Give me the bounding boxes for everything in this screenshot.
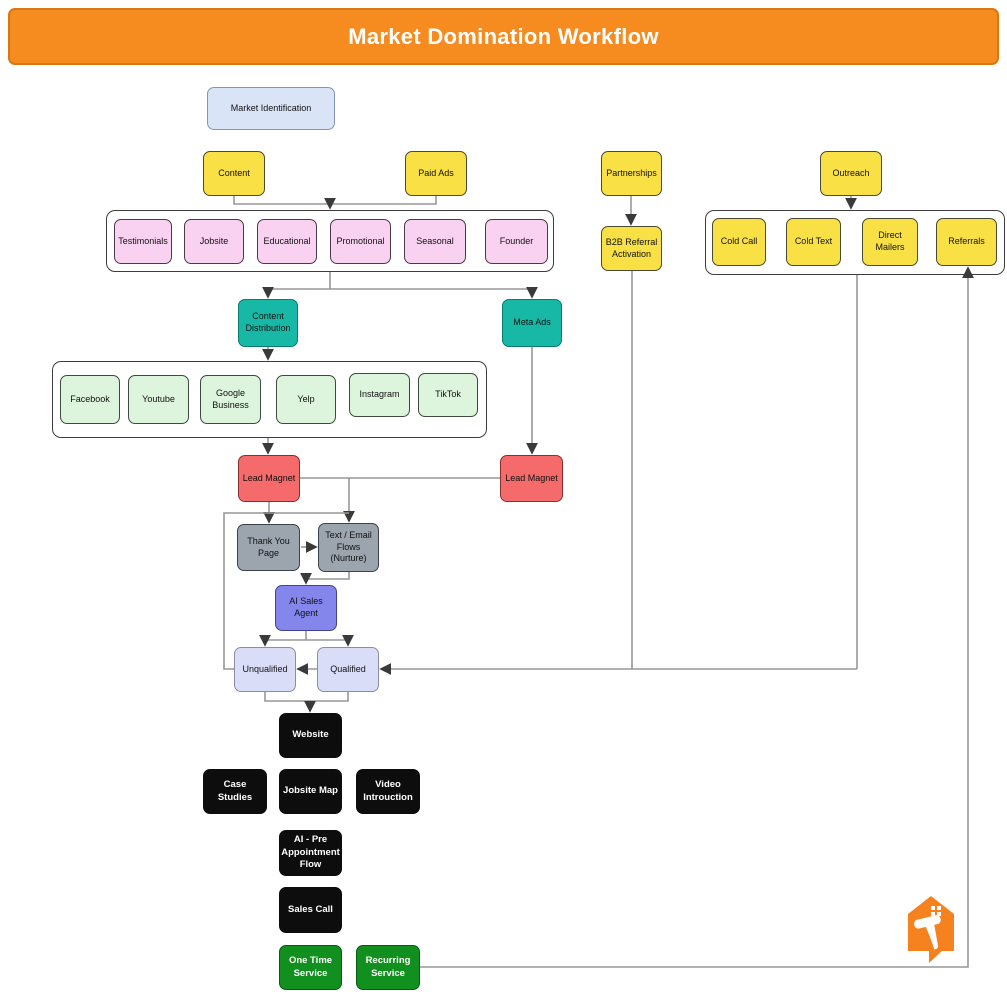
educational-node: Educational — [257, 219, 317, 264]
video-introuction-label: Video Introuction — [363, 779, 413, 803]
jobsite-node: Jobsite — [184, 219, 244, 264]
cold-text-label: Cold Text — [794, 236, 833, 247]
unqualified-label: Unqualified — [242, 663, 288, 674]
paid-ads-label: Paid Ads — [418, 167, 454, 178]
website-node: Website — [279, 713, 342, 758]
referrals-label: Referrals — [948, 236, 985, 247]
qualified-node: Qualified — [317, 647, 379, 692]
content-label: Content — [218, 167, 250, 178]
cold-text-node: Cold Text — [786, 218, 841, 266]
cold-call-label: Cold Call — [720, 236, 758, 247]
social-platforms-group — [52, 361, 487, 438]
instagram-label: Instagram — [359, 389, 400, 400]
page-title: Market Domination Workflow — [348, 23, 659, 49]
ai-sales-agent-node: AI Sales Agent — [275, 585, 337, 631]
market-identification-label: Market Identification — [230, 102, 312, 113]
youtube-label: Youtube — [142, 393, 175, 404]
paid-ads-node: Paid Ads — [405, 151, 467, 196]
video-introuction-node: Video Introuction — [356, 769, 420, 814]
market-identification-node: Market Identification — [207, 87, 335, 130]
b2b-referral-activation-label: B2B Referral Activation — [605, 236, 658, 259]
meta-ads-label: Meta Ads — [513, 317, 551, 328]
edge-content-paidads-merge — [233, 196, 437, 205]
thank-you-page-label: Thank You Page — [247, 535, 290, 558]
qualified-label: Qualified — [330, 663, 366, 674]
yelp-label: Yelp — [297, 393, 315, 404]
recurring-service-label: Recurring Service — [365, 955, 411, 979]
content-distribution-node: Content Distribution — [238, 299, 298, 347]
testimonials-label: Testimonials — [118, 235, 168, 246]
content-distribution-label: Content Distribution — [245, 311, 291, 333]
edge-ai-to-qualified — [306, 634, 354, 647]
lead-magnet-ads-node: Lead Magnet — [500, 455, 563, 502]
case-studies-label: Case Studies — [217, 779, 253, 803]
sales-call-node: Sales Call — [279, 887, 342, 933]
lead-magnet-content-node: Lead Magnet — [238, 455, 300, 502]
tiktok-node: TikTok — [418, 373, 478, 417]
promotional-label: Promotional — [336, 235, 385, 246]
recurring-service-node: Recurring Service — [356, 945, 420, 990]
tiktok-label: TikTok — [435, 389, 461, 400]
one-time-service-label: One Time Service — [288, 955, 333, 979]
b2b-referral-activation-node: B2B Referral Activation — [601, 226, 662, 271]
google-business-label: Google Business — [212, 387, 249, 410]
meta-ads-node: Meta Ads — [502, 299, 562, 347]
youtube-node: Youtube — [128, 375, 189, 424]
seasonal-node: Seasonal — [404, 219, 466, 264]
cold-call-node: Cold Call — [712, 218, 766, 266]
jobsite-map-label: Jobsite Map — [283, 785, 338, 797]
content-node: Content — [203, 151, 265, 196]
founder-label: Founder — [499, 235, 534, 246]
seasonal-label: Seasonal — [416, 235, 454, 246]
edge-ai-to-unqualified — [259, 634, 306, 647]
ai-pre-appointment-flow-label: AI - Pre Appointment Flow — [281, 834, 340, 871]
jobsite-map-node: Jobsite Map — [279, 769, 342, 814]
direct-mailers-node: Direct Mailers — [862, 218, 918, 266]
edge-to-meta-ads — [330, 286, 538, 299]
website-label: Website — [292, 729, 329, 741]
ai-pre-appointment-flow-node: AI - Pre Appointment Flow — [279, 830, 342, 876]
edge-to-content-distribution — [262, 286, 330, 299]
thank-you-page-node: Thank You Page — [237, 524, 300, 571]
testimonials-node: Testimonials — [114, 219, 172, 264]
sales-call-label: Sales Call — [288, 903, 333, 915]
edge-nurture-to-ai-agent — [300, 572, 350, 585]
text-email-flows-node: Text / Email Flows (Nurture) — [318, 523, 379, 572]
instagram-node: Instagram — [349, 373, 410, 417]
direct-mailers-label: Direct Mailers — [875, 230, 905, 252]
partnerships-node: Partnerships — [601, 151, 662, 196]
yelp-node: Yelp — [276, 375, 336, 424]
lead-magnet-content-label: Lead Magnet — [242, 472, 296, 483]
educational-label: Educational — [263, 235, 311, 246]
founder-node: Founder — [485, 219, 548, 264]
promotional-node: Promotional — [330, 219, 391, 264]
lead-magnet-ads-label: Lead Magnet — [505, 472, 558, 483]
house-hammer-logo-icon — [908, 896, 954, 963]
google-business-node: Google Business — [200, 375, 261, 424]
facebook-node: Facebook — [60, 375, 120, 424]
ai-sales-agent-label: AI Sales Agent — [289, 596, 323, 618]
case-studies-node: Case Studies — [203, 769, 267, 814]
outreach-label: Outreach — [832, 167, 870, 178]
edge-qual-unqual-merge — [264, 692, 349, 702]
one-time-service-node: One Time Service — [279, 945, 342, 990]
referrals-node: Referrals — [936, 218, 997, 266]
outreach-node: Outreach — [820, 151, 882, 196]
unqualified-node: Unqualified — [234, 647, 296, 692]
facebook-label: Facebook — [70, 393, 110, 404]
title-banner: Market Domination Workflow — [8, 8, 999, 65]
edge-recurring-to-referrals — [420, 266, 974, 968]
jobsite-label: Jobsite — [199, 235, 229, 246]
partnerships-label: Partnerships — [606, 167, 657, 178]
text-email-flows-label: Text / Email Flows (Nurture) — [325, 529, 372, 564]
